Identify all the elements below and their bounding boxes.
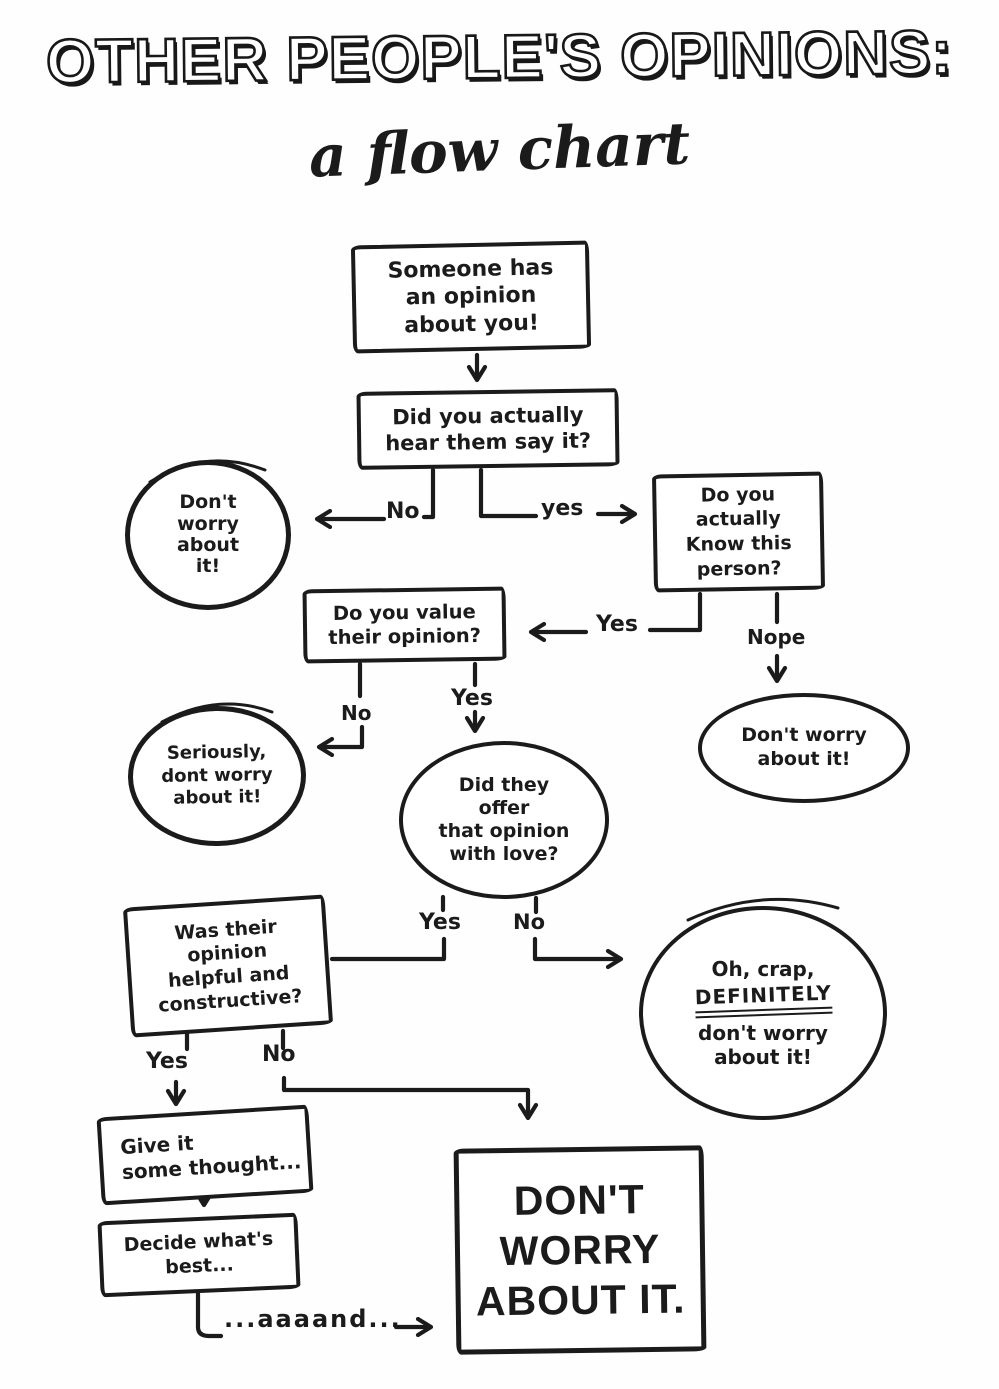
overdraw-stroke-crap [686, 897, 840, 922]
label-nope: Nope [747, 625, 806, 649]
oh-crap-line1: Oh, crap, [711, 957, 815, 981]
node-give-it-thought: Give it some thought... [96, 1104, 314, 1206]
node-helpful-constructive: Was their opinion helpful and constructi… [122, 894, 334, 1038]
connector-know-yes-stem [647, 591, 703, 633]
connector-decide-down [195, 1291, 224, 1339]
connector-love-yes-line [329, 936, 447, 962]
label-no-value: No [341, 701, 372, 725]
node-someone-has-opinion: Someone has an opinion about you! [350, 240, 592, 354]
oh-crap-rest: don't worry about it! [698, 1021, 828, 1069]
node-did-you-hear: Did you actually hear them say it? [356, 388, 620, 470]
label-yes-know: Yes [596, 612, 638, 637]
connector-helpful-no-arrow [281, 1075, 539, 1121]
connector-hear-no-stem [421, 467, 436, 520]
label-yes-helpful: Yes [146, 1049, 188, 1074]
connector-love-no-arrow [532, 936, 624, 970]
node-know-this-person: Do you actually Know this person? [651, 471, 826, 593]
node-oh-crap-definitely: Oh, crap, DEFINITELY don't worry about i… [639, 906, 887, 1120]
connector-value-no-arrow [316, 724, 365, 758]
node-value-their-opinion: Do you value their opinion? [302, 586, 507, 664]
label-yes-value: Yes [451, 686, 493, 711]
label-no-love: No [513, 910, 546, 934]
connector-hear-yes-stem [478, 467, 539, 519]
label-no-hear: No [386, 499, 420, 524]
oh-crap-emphasis: DEFINITELY [693, 980, 833, 1019]
label-aaaand: ...aaaand... [224, 1305, 402, 1333]
node-dont-worry-left: Don't worry about it! [125, 460, 291, 610]
node-offered-with-love: Did they offer that opinion with love? [399, 741, 609, 899]
node-decide-whats-best: Decide what's best... [97, 1212, 301, 1298]
node-final-dont-worry: DON'T WORRY ABOUT IT. [453, 1145, 707, 1355]
label-no-helpful: No [262, 1042, 296, 1067]
label-yes-love: Yes [419, 910, 461, 935]
node-dont-worry-right: Don't worry about it! [698, 693, 910, 803]
label-yes-hear: yes [541, 496, 584, 521]
